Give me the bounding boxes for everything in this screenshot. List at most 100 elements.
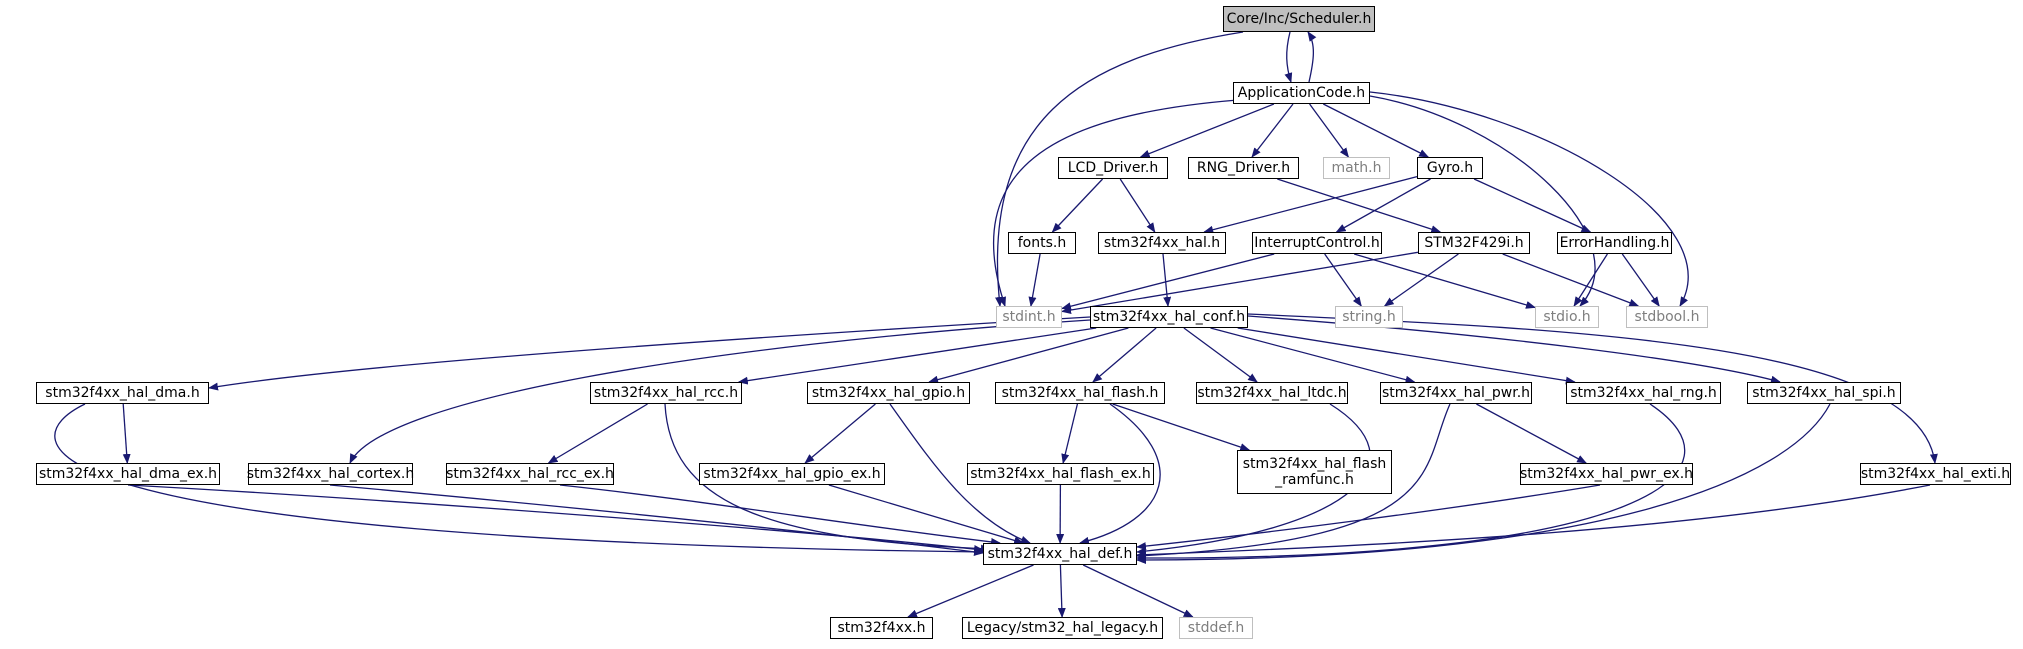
node-stm32f4xx[interactable]: stm32f4xx.h (830, 617, 933, 639)
node-label: stm32f4xx_hal_flash _ramfunc.h (1242, 456, 1387, 488)
node-fonts[interactable]: fonts.h (1008, 232, 1076, 254)
node-label: stdint.h (1002, 309, 1056, 325)
node-label: math.h (1331, 160, 1382, 176)
edge-def-stddef (1082, 564, 1194, 618)
edge-def-legacy (1057, 564, 1066, 618)
node-ltdc[interactable]: stm32f4xx_hal_ltdc.h (1196, 382, 1348, 404)
node-label: InterruptControl.h (1254, 235, 1380, 251)
edge-appcode-stdio (1369, 95, 1596, 307)
edge-dma-dmaex (122, 403, 131, 464)
node-label: STM32F429i.h (1424, 235, 1524, 251)
node-label: stm32f4xx_hal_flash_ex.h (970, 466, 1151, 482)
node-dma[interactable]: stm32f4xx_hal_dma.h (36, 382, 209, 404)
node-label: stm32f4xx_hal_conf.h (1092, 309, 1246, 325)
node-spi[interactable]: stm32f4xx_hal_spi.h (1747, 382, 1901, 404)
edge-scheduler-stdint (995, 31, 1244, 307)
edge-conf-dma (208, 316, 1091, 391)
edge-appcode-math (1309, 103, 1349, 158)
node-rccex[interactable]: stm32f4xx_hal_rcc_ex.h (446, 463, 614, 485)
edge-irq-stdio (1354, 253, 1536, 309)
edge-lcd-hal (1119, 178, 1156, 233)
node-gpio[interactable]: stm32f4xx_hal_gpio.h (807, 382, 970, 404)
edge-gyro-hal (1203, 175, 1418, 234)
edge-stm429-stdbool (1502, 253, 1640, 307)
node-label: stm32f4xx_hal_gpio.h (811, 385, 966, 401)
node-flash[interactable]: stm32f4xx_hal_flash.h (995, 382, 1165, 404)
edge-def-stm32f4xx (907, 564, 1034, 618)
node-appcode[interactable]: ApplicationCode.h (1233, 82, 1370, 104)
node-stdint: stdint.h (996, 306, 1062, 328)
node-legacy[interactable]: Legacy/stm32_hal_legacy.h (962, 617, 1163, 639)
node-label: string.h (1342, 309, 1396, 325)
node-lcd[interactable]: LCD_Driver.h (1058, 157, 1168, 179)
edge-appcode-scheduler (1307, 31, 1317, 83)
node-scheduler: Core/Inc/Scheduler.h (1223, 6, 1375, 32)
edge-conf-pwr (1210, 327, 1416, 384)
edge-conf-flash (1092, 327, 1157, 383)
node-label: Gyro.h (1426, 160, 1474, 176)
edge-conf-gpio (928, 327, 1129, 384)
edge-rnghal-def (1136, 403, 1686, 563)
node-rcc[interactable]: stm32f4xx_hal_rcc.h (590, 382, 742, 404)
node-hal[interactable]: stm32f4xx_hal.h (1098, 232, 1226, 254)
node-pwr[interactable]: stm32f4xx_hal_pwr.h (1380, 382, 1532, 404)
node-label: stm32f4xx_hal_exti.h (1860, 466, 2011, 482)
edge-appcode-rng (1251, 103, 1294, 158)
node-label: stm32f4xx_hal_rcc.h (593, 385, 739, 401)
node-label: stm32f4xx_hal_rng.h (1570, 385, 1717, 401)
edge-cortex-def (329, 484, 984, 556)
edge-conf-ltdc (1183, 327, 1258, 383)
node-ramfunc[interactable]: stm32f4xx_hal_flash _ramfunc.h (1237, 450, 1392, 494)
edge-stm429-stdint (1061, 251, 1419, 314)
node-label: ApplicationCode.h (1237, 85, 1366, 101)
node-stm429[interactable]: STM32F429i.h (1418, 232, 1530, 254)
edge-irq-string (1324, 253, 1362, 307)
node-label: stm32f4xx_hal_pwr.h (1381, 385, 1531, 401)
edge-gyro-err (1473, 178, 1592, 233)
node-label: stm32f4xx_hal_spi.h (1752, 385, 1896, 401)
edge-flash-def (1079, 403, 1161, 545)
node-label: fonts.h (1017, 235, 1067, 251)
edge-hal-conf (1162, 253, 1172, 307)
edge-spi-def (1136, 403, 1831, 564)
node-string: string.h (1335, 306, 1403, 328)
node-cortex[interactable]: stm32f4xx_hal_cortex.h (247, 463, 414, 485)
node-gpioex[interactable]: stm32f4xx_hal_gpio_ex.h (699, 463, 885, 485)
edge-fonts-stdint (1028, 253, 1041, 307)
edge-err-stdbool (1621, 253, 1660, 307)
node-flashex[interactable]: stm32f4xx_hal_flash_ex.h (967, 463, 1154, 485)
node-stdio: stdio.h (1535, 306, 1599, 328)
edge-gpio-gpioex (804, 403, 876, 464)
node-label: stm32f4xx.h (837, 620, 926, 636)
node-rnghal[interactable]: stm32f4xx_hal_rng.h (1566, 382, 1721, 404)
edge-scheduler-appcode (1284, 31, 1293, 83)
node-label: stm32f4xx_hal_rcc_ex.h (446, 466, 614, 482)
node-err[interactable]: ErrorHandling.h (1557, 232, 1672, 254)
node-rng[interactable]: RNG_Driver.h (1188, 157, 1299, 179)
edge-dma-def (54, 403, 984, 556)
node-conf[interactable]: stm32f4xx_hal_conf.h (1090, 306, 1248, 328)
node-label: stm32f4xx_hal_ltdc.h (1197, 385, 1347, 401)
node-math: math.h (1323, 157, 1390, 179)
node-label: stdbool.h (1634, 309, 1700, 325)
edge-rccex-def (559, 484, 1001, 546)
edge-appcode-gyro (1323, 103, 1430, 158)
edge-gpio-def (889, 403, 1031, 544)
edge-gyro-irq (1335, 178, 1431, 233)
node-label: stm32f4xx_hal_gpio_ex.h (703, 466, 881, 482)
node-irq[interactable]: InterruptControl.h (1252, 232, 1382, 254)
edge-appcode-stdbool (1369, 91, 1689, 307)
node-label: Core/Inc/Scheduler.h (1226, 11, 1372, 27)
node-dmaex[interactable]: stm32f4xx_hal_dma_ex.h (36, 463, 220, 485)
node-exti[interactable]: stm32f4xx_hal_exti.h (1860, 463, 2011, 485)
node-gyro[interactable]: Gyro.h (1417, 157, 1483, 179)
node-label: stm32f4xx_hal_dma_ex.h (38, 466, 218, 482)
node-label: stm32f4xx_hal.h (1103, 235, 1221, 251)
edge-pwr-pwrex (1476, 403, 1587, 464)
edge-exti-def (1136, 484, 1931, 559)
node-def[interactable]: stm32f4xx_hal_def.h (983, 543, 1137, 565)
edge-rcc-rccex (547, 403, 648, 464)
edge-stm429-string (1383, 253, 1459, 307)
edge-err-stdio (1573, 253, 1608, 307)
node-pwrex[interactable]: stm32f4xx_hal_pwr_ex.h (1520, 463, 1693, 485)
